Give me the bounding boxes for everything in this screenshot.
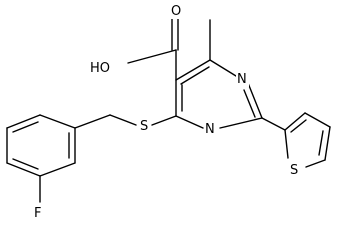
bond-th-c3-c4 <box>304 112 331 128</box>
carbonyl-oxygen-label: O <box>171 4 181 19</box>
hydroxyl-label: HO <box>90 61 110 76</box>
bond-ar-4-5-inner <box>12 158 39 170</box>
bond-th-c4-c5-inner <box>318 130 324 156</box>
bond-ch2-ar <box>74 114 111 129</box>
bonds <box>6 16 331 203</box>
fluorine-label: F <box>34 206 41 221</box>
bond-s-ch2 <box>109 114 137 126</box>
bond-c5-c6 <box>175 59 211 81</box>
thiophene-sulfur-label: S <box>290 163 298 178</box>
bond-th-c4-c5 <box>324 126 331 161</box>
bond-th-c2-c3-inner <box>290 119 307 133</box>
bond-ar-1-2 <box>39 114 76 129</box>
bond-n1-c2-inner <box>243 89 256 118</box>
ring-nitrogen-bottom-label: N <box>205 122 215 137</box>
bond-ar-4-5 <box>6 162 41 177</box>
bond-ar-2-3-inner <box>12 121 39 133</box>
bond-c4-s <box>151 115 177 126</box>
bond-n1-c2 <box>247 82 263 119</box>
bond-c2-n3 <box>219 117 263 129</box>
bond-th-c2-c3 <box>284 112 306 131</box>
bond-n3-c4 <box>175 115 204 129</box>
bond-th-c5-s <box>305 159 326 168</box>
bond-c-oh <box>127 49 177 64</box>
ring-nitrogen-top-label: N <box>237 72 247 87</box>
bond-th-s-c2 <box>284 129 289 159</box>
thioether-sulfur-label: S <box>140 119 148 134</box>
atom-labels: HO O N N S S F <box>33 3 301 221</box>
bond-ar-5-6 <box>39 162 76 177</box>
bond-c6-n1 <box>209 59 237 77</box>
bond-c5-c6-inner <box>180 66 210 85</box>
bond-ar-2-3 <box>6 114 41 129</box>
bond-c2-thiophene <box>261 117 286 131</box>
